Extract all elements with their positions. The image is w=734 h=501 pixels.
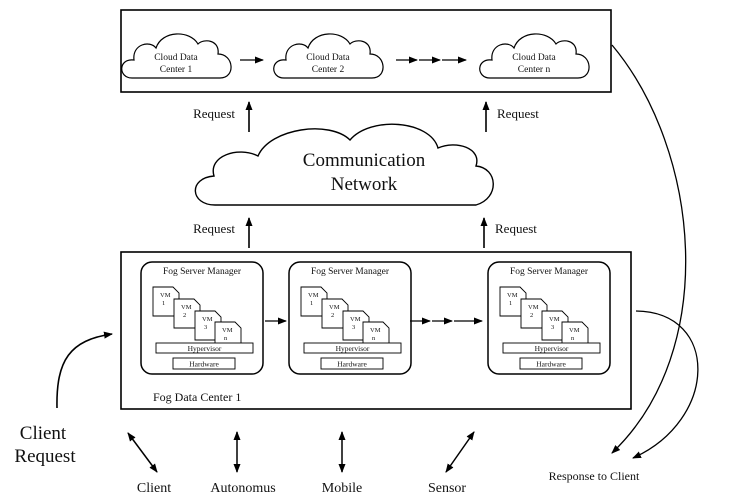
cloud-datacenter-n: Cloud Data Center n — [479, 33, 590, 79]
vm-number: 2 — [183, 312, 186, 319]
vm-number: n — [571, 335, 575, 342]
vm-number: n — [224, 335, 228, 342]
fog-datacenter-label: Fog Data Center 1 — [153, 390, 241, 404]
cloud-datacenter-2-line2: Center 2 — [312, 65, 345, 75]
device-label-mobile: Mobile — [322, 481, 362, 496]
fog-server-title: Fog Server Manager — [311, 267, 390, 277]
vm-label: VM — [160, 292, 171, 299]
cloud-datacenter-1: Cloud Data Center 1 — [121, 33, 232, 79]
fog-datacenter-box — [120, 251, 632, 410]
vm-number: 1 — [162, 300, 165, 307]
response-curve-from-cloud — [611, 44, 687, 454]
vm-number: 2 — [331, 312, 334, 319]
response-curve-from-fog — [632, 310, 699, 459]
vm-label: VM — [507, 292, 518, 299]
request-label-lower-left: Request — [193, 221, 235, 236]
request-label-lower-right: Request — [495, 221, 537, 236]
client-device-arrow — [127, 432, 158, 473]
hypervisor-label: Hypervisor — [188, 344, 222, 353]
hypervisor-label: Hypervisor — [336, 344, 370, 353]
hardware-label: Hardware — [536, 360, 566, 369]
cloud-icon — [273, 33, 384, 79]
hypervisor-label: Hypervisor — [535, 344, 569, 353]
client-request-line1: Client — [20, 423, 67, 444]
communication-network-line1: Communication — [303, 150, 426, 171]
vm-number: 2 — [530, 312, 533, 319]
hardware-label: Hardware — [337, 360, 367, 369]
vm-label: VM — [202, 316, 213, 323]
hypervisor-box — [303, 342, 402, 354]
fog-server-title: Fog Server Manager — [163, 267, 242, 277]
hypervisor-box — [502, 342, 601, 354]
vm-label: VM — [308, 292, 319, 299]
cloud-datacenter-n-line1: Cloud Data — [512, 53, 556, 63]
vm-number: 3 — [352, 324, 355, 331]
cloud-datacenter-1-line1: Cloud Data — [154, 53, 198, 63]
vm-number: 3 — [551, 324, 554, 331]
cloud-datacenter-box — [120, 9, 612, 93]
device-label-sensor: Sensor — [428, 481, 466, 496]
vm-number: n — [372, 335, 376, 342]
vm-label: VM — [181, 304, 192, 311]
device-label-autonomus: Autonomus — [210, 481, 275, 496]
hardware-label: Hardware — [189, 360, 219, 369]
cloud-icon — [479, 33, 590, 79]
hypervisor-box — [155, 342, 254, 354]
vm-label: VM — [528, 304, 539, 311]
vm-2: VM2 — [173, 298, 201, 329]
device-label-client: Client — [137, 481, 171, 496]
request-label-upper-right: Request — [497, 106, 539, 121]
vm-number: 3 — [204, 324, 207, 331]
vm-label: VM — [222, 327, 233, 334]
cloud-datacenter-n-line2: Center n — [518, 65, 551, 75]
hardware-box — [172, 357, 236, 370]
vm-label: VM — [370, 327, 381, 334]
cloud-datacenter-1-line2: Center 1 — [160, 65, 193, 75]
hardware-box — [519, 357, 583, 370]
response-to-client-label: Response to Client — [549, 469, 640, 483]
cloud-icon — [121, 33, 232, 79]
request-label-upper-left: Request — [193, 106, 235, 121]
communication-network-line2: Network — [331, 174, 398, 195]
cloud-datacenter-2: Cloud Data Center 2 — [273, 33, 384, 79]
client-request-arrow — [56, 331, 113, 409]
fog-server-title: Fog Server Manager — [510, 267, 589, 277]
vm-1: VM1 — [300, 286, 328, 317]
vm-label: VM — [329, 304, 340, 311]
vm-label: VM — [569, 327, 580, 334]
vm-1: VM1 — [499, 286, 527, 317]
cloud-datacenter-2-line1: Cloud Data — [306, 53, 350, 63]
vm-number: 1 — [310, 300, 313, 307]
cloud-icon — [194, 123, 494, 206]
vm-label: VM — [350, 316, 361, 323]
hardware-box — [320, 357, 384, 370]
communication-network: Communication Network — [194, 123, 494, 206]
sensor-device-arrow — [445, 431, 475, 473]
vm-label: VM — [549, 316, 560, 323]
vm-number: 1 — [509, 300, 512, 307]
client-request-line2: Request — [14, 446, 76, 467]
